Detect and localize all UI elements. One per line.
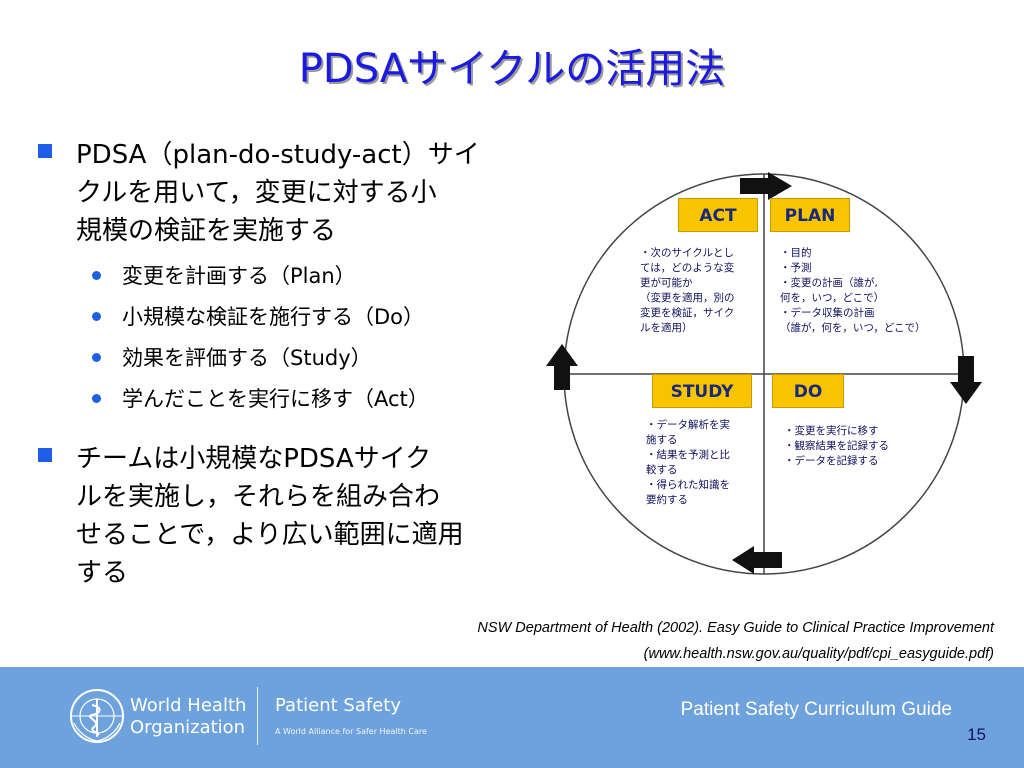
square-bullet-icon xyxy=(38,448,52,462)
bullet-line: チームは小規模なPDSAサイク xyxy=(76,444,432,474)
citation-line-2: (www.health.nsw.gov.au/quality/pdf/cpi_e… xyxy=(643,646,994,662)
act-line: ては，どのような変 xyxy=(640,262,735,274)
plan-line: ・目的 xyxy=(780,247,812,259)
study-line: ・データ解析を実 xyxy=(646,419,730,431)
square-bullet-icon xyxy=(38,144,52,158)
slide-title: PDSAサイクルの活用法 xyxy=(298,46,726,92)
do-description: ・変更を実行に移す ・観察結果を記録する ・データを記録する xyxy=(784,424,934,469)
study-line: 要約する xyxy=(646,494,688,506)
act-description: ・次のサイクルとし ては，どのような変 更が可能か （変更を適用，別の 変更を検… xyxy=(640,246,758,336)
bullet-line: する xyxy=(76,558,129,588)
footer-bar: World Health Organization Patient Safety… xyxy=(0,667,1024,768)
sub-bullet-text: 効果を評価する（Study） xyxy=(122,346,372,370)
arrow-down-icon xyxy=(950,356,982,404)
study-line: ・結果を予測と比 xyxy=(646,449,730,461)
sub-bullet-list: 変更を計画する（Plan） 小規模な検証を施行する（Do） 効果を評価する（St… xyxy=(86,256,536,420)
plan-line: ・予測 xyxy=(780,262,812,274)
who-name-line: World Health xyxy=(130,695,247,716)
who-name: World Health Organization xyxy=(130,695,246,739)
bullet-line: クルを用いて，変更に対する小 xyxy=(76,178,437,208)
plan-line: （誰が，何を，いつ，どこで） xyxy=(780,322,926,334)
sub-bullet-text: 変更を計画する（Plan） xyxy=(122,264,356,288)
act-line: ルを適用） xyxy=(640,322,693,334)
bullet-line: ルを実施し，それらを組み合わ xyxy=(76,482,441,512)
patient-safety-subtitle: A World Alliance for Safer Health Care xyxy=(275,727,427,736)
do-label: DO xyxy=(772,374,844,408)
dot-bullet-icon xyxy=(92,353,101,362)
dot-bullet-icon xyxy=(92,271,101,280)
do-line: ・観察結果を記録する xyxy=(784,440,889,452)
bullet-line: せることで，より広い範囲に適用 xyxy=(76,520,464,550)
bullet-team: チームは小規模なPDSAサイク ルを実施し，それらを組み合わ せることで，より広… xyxy=(36,440,536,592)
act-line: ・次のサイクルとし xyxy=(640,247,734,259)
sub-bullet-act: 学んだことを実行に移す（Act） xyxy=(86,379,536,420)
who-emblem-icon xyxy=(70,689,124,743)
page-number: 15 xyxy=(967,725,986,744)
act-line: 変更を検証，サイク xyxy=(640,307,735,319)
plan-line: ・変更の計画（誰が, xyxy=(780,277,878,289)
citation-line-1: NSW Department of Health (2002). Easy Gu… xyxy=(477,620,994,636)
study-line: 較する xyxy=(646,464,678,476)
bullet-line: PDSA（plan-do-study-act）サイ xyxy=(76,140,480,170)
arrow-left-icon xyxy=(732,546,782,574)
act-label: ACT xyxy=(678,198,758,232)
pdsa-cycle-diagram: ACT PLAN STUDY DO ・次のサイクルとし ては，どのような変 更が… xyxy=(540,170,1000,590)
plan-label: PLAN xyxy=(770,198,850,232)
arrow-right-icon xyxy=(740,172,792,200)
bullet-line: 規模の検証を実施する xyxy=(76,216,337,246)
bullet-list: PDSA（plan-do-study-act）サイ クルを用いて，変更に対する小… xyxy=(36,136,536,592)
plan-line: ・データ収集の計画 xyxy=(780,307,875,319)
plan-description: ・目的 ・予測 ・変更の計画（誰が, 何を，いつ，どこで） ・データ収集の計画 … xyxy=(780,246,950,336)
do-line: ・変更を実行に移す xyxy=(784,425,879,437)
act-line: （変更を適用，別の xyxy=(640,292,735,304)
dot-bullet-icon xyxy=(92,312,101,321)
cycle-graphic xyxy=(546,172,982,575)
bullet-pdsa: PDSA（plan-do-study-act）サイ クルを用いて，変更に対する小… xyxy=(36,136,536,250)
patient-safety-title: Patient Safety xyxy=(275,695,401,716)
sub-bullet-text: 小規模な検証を施行する（Do） xyxy=(122,305,425,329)
plan-line: 何を，いつ，どこで） xyxy=(780,292,885,304)
who-name-line: Organization xyxy=(130,717,246,738)
sub-bullet-do: 小規模な検証を施行する（Do） xyxy=(86,297,536,338)
sub-bullet-text: 学んだことを実行に移す（Act） xyxy=(122,387,429,411)
footer-divider xyxy=(257,687,258,745)
dot-bullet-icon xyxy=(92,394,101,403)
sub-bullet-study: 効果を評価する（Study） xyxy=(86,338,536,379)
sub-bullet-plan: 変更を計画する（Plan） xyxy=(86,256,536,297)
study-line: 施する xyxy=(646,434,678,446)
study-line: ・得られた知識を xyxy=(646,479,730,491)
act-line: 更が可能か xyxy=(640,277,693,289)
study-label: STUDY xyxy=(652,374,752,408)
curriculum-guide-label: Patient Safety Curriculum Guide xyxy=(680,699,952,720)
arrow-up-icon xyxy=(546,344,578,390)
study-description: ・データ解析を実 施する ・結果を予測と比 較する ・得られた知識を 要約する xyxy=(646,418,756,508)
do-line: ・データを記録する xyxy=(784,455,879,467)
